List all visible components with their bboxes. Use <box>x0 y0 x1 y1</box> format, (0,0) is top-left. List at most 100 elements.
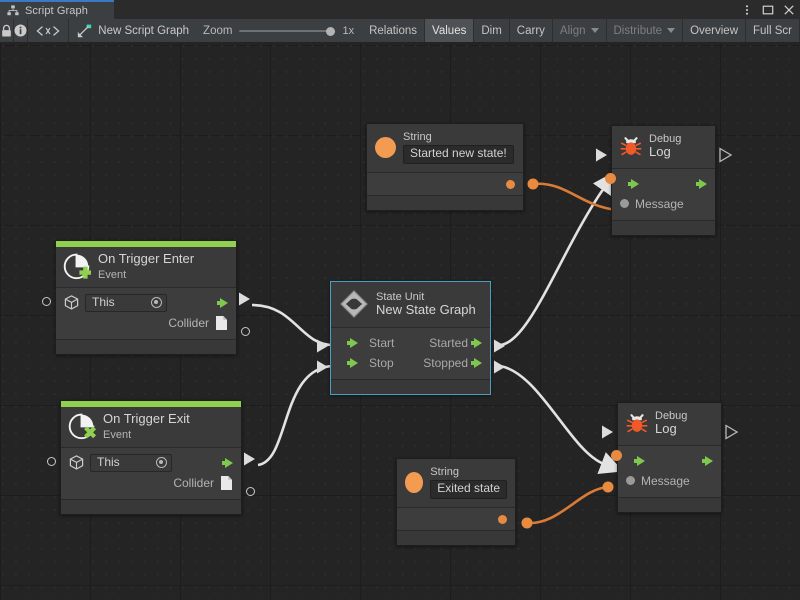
toolbar-button-overview[interactable]: Overview <box>683 19 747 42</box>
toolbar-button-carry[interactable]: Carry <box>509 19 553 42</box>
close-icon[interactable] <box>783 4 795 16</box>
output-port-started-arrow[interactable] <box>471 338 482 348</box>
input-stub-target[interactable] <box>47 457 56 466</box>
output-stub-stopped[interactable] <box>492 359 509 375</box>
wire-end-dot <box>602 481 614 493</box>
output-stub-flow[interactable] <box>242 451 259 467</box>
graph-asset-field[interactable]: New Script Graph <box>69 19 200 42</box>
node-string-bottom[interactable]: String Exited state <box>396 458 516 546</box>
tab-script-graph[interactable]: Script Graph <box>0 0 114 19</box>
zoom-slider-knob[interactable] <box>326 26 336 36</box>
node-title: On Trigger Exit <box>103 411 190 426</box>
window-titlebar: Script Graph <box>0 0 800 19</box>
output-stub-flow[interactable] <box>723 424 742 440</box>
node-state-unit[interactable]: State Unit New State Graph Start Started <box>317 281 505 395</box>
object-picker-icon[interactable] <box>151 296 162 308</box>
zoom-label: Zoom <box>203 24 233 37</box>
wire-exit-to-stop <box>257 354 354 467</box>
node-title: Debug <box>655 410 688 422</box>
maximize-icon[interactable] <box>762 4 774 16</box>
target-object-field[interactable]: This <box>90 453 172 472</box>
event-accent-bar <box>61 401 241 407</box>
chevron-down-icon <box>590 28 599 33</box>
input-stub-flow[interactable] <box>600 424 617 440</box>
input-stub-message[interactable] <box>605 173 616 184</box>
object-picker-icon[interactable] <box>156 456 167 468</box>
output-stub-flow[interactable] <box>717 147 736 163</box>
toolbar-button-values-label: Values <box>432 24 467 37</box>
input-stub-stop[interactable] <box>315 359 332 375</box>
output-port-flow-out-arrow[interactable] <box>217 297 228 308</box>
toolbar-button-align[interactable]: Align <box>552 19 607 42</box>
event-accent-bar <box>56 241 236 247</box>
input-port-flow-in-arrow[interactable] <box>634 455 645 466</box>
node-title: String <box>430 466 460 478</box>
wire-stopped-to-debug-bottom <box>499 364 624 474</box>
node-string-top[interactable]: String Started new state! <box>366 123 524 211</box>
output-port-flow-out-arrow[interactable] <box>696 178 707 189</box>
input-port-flow-in-arrow[interactable] <box>628 178 639 189</box>
output-port-flow-out-arrow[interactable] <box>702 455 713 466</box>
zoom-slider-track <box>239 29 336 32</box>
gameobject-cube-icon <box>69 455 84 471</box>
lock-button[interactable] <box>0 19 14 42</box>
output-port-value[interactable] <box>506 179 515 189</box>
start-row: Start Started <box>339 333 482 353</box>
toolbar-button-relations-label: Relations <box>369 24 418 37</box>
target-object-field[interactable]: This <box>85 293 167 312</box>
node-footer <box>56 338 236 354</box>
node-on-trigger-exit[interactable]: On Trigger Exit Event This <box>47 400 255 515</box>
node-debug-log-top[interactable]: Debug Log Message <box>596 125 733 236</box>
toolbar-button-relations[interactable]: Relations <box>362 19 426 42</box>
wire-origin-dot <box>527 178 539 190</box>
node-subtitle: New State Graph <box>376 301 476 317</box>
node-title-block: On Trigger Enter Event <box>98 251 194 281</box>
string-value-icon <box>405 471 424 493</box>
graph-canvas[interactable]: String Started new state! Debug <box>0 43 800 600</box>
input-port-start-arrow[interactable] <box>347 338 358 348</box>
collider-label: Collider <box>168 315 209 330</box>
output-port-value[interactable] <box>498 514 507 524</box>
output-stub-flow[interactable] <box>237 291 254 307</box>
toolbar-button-dim[interactable]: Dim <box>474 19 510 42</box>
string-value-field[interactable]: Started new state! <box>403 145 514 164</box>
string-value-field[interactable]: Exited state <box>430 480 507 499</box>
output-stub-collider[interactable] <box>241 327 250 336</box>
input-stub-start[interactable] <box>315 338 332 354</box>
collider-value-icon[interactable] <box>215 315 228 331</box>
zoom-slider[interactable] <box>239 25 336 37</box>
graph-asset-icon <box>78 24 92 37</box>
string-value-icon <box>375 136 396 158</box>
input-port-stop-arrow[interactable] <box>347 358 358 368</box>
node-on-trigger-enter[interactable]: On Trigger Enter Event This <box>42 240 250 355</box>
output-stub-started[interactable] <box>492 338 509 354</box>
toolbar-button-distribute[interactable]: Distribute <box>606 19 684 42</box>
graph-toolbar: New Script Graph Zoom 1x Relations Value… <box>0 19 800 43</box>
node-body: Message <box>618 445 721 497</box>
output-stub-collider[interactable] <box>246 487 255 496</box>
node-debug-log-bottom[interactable]: Debug Log Message <box>602 402 739 513</box>
node-subtitle: Log <box>655 421 677 437</box>
input-stub-message[interactable] <box>611 450 622 461</box>
toolbar-button-overview-label: Overview <box>690 24 739 37</box>
output-port-flow-out-arrow[interactable] <box>222 457 233 468</box>
input-port-message[interactable] <box>620 199 629 209</box>
input-port-message[interactable] <box>626 476 635 486</box>
toolbar-button-values[interactable]: Values <box>425 19 475 42</box>
info-button[interactable] <box>14 19 28 42</box>
collider-value-icon[interactable] <box>220 475 233 491</box>
kebab-menu-icon[interactable] <box>741 4 753 16</box>
toolbar-button-carry-label: Carry <box>516 24 545 37</box>
toolbar-button-fullscreen[interactable]: Full Scr <box>746 19 800 42</box>
input-stub-flow[interactable] <box>594 147 611 163</box>
chevron-down-icon <box>667 28 676 33</box>
input-stub-target[interactable] <box>42 297 51 306</box>
zoom-control[interactable]: Zoom 1x <box>199 19 363 42</box>
toolbar-button-align-label: Align <box>559 24 586 37</box>
code-view-button[interactable] <box>28 19 70 42</box>
node-title: State Unit <box>376 290 425 303</box>
node-body: Start Started Stop Stopped <box>331 328 490 379</box>
window-controls <box>741 0 795 19</box>
output-port-stopped-arrow[interactable] <box>471 358 482 368</box>
